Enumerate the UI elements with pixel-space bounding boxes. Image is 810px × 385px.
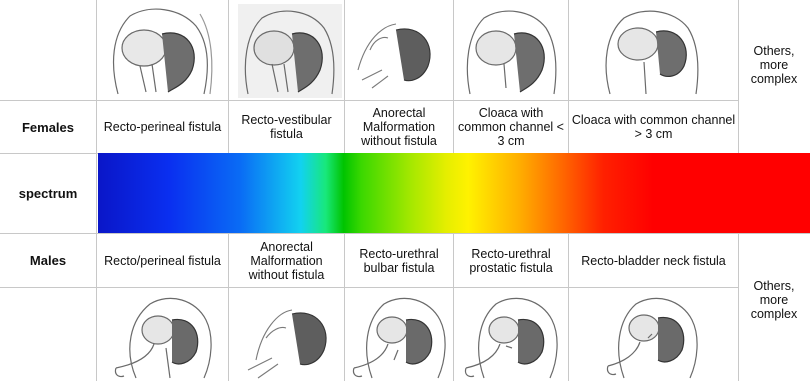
male-anatomy-illustration — [462, 290, 562, 380]
female-anatomy-illustration — [100, 4, 224, 98]
male-others-label: Others, more complex — [738, 279, 810, 321]
male-category-label: Recto-urethral prostatic fistula — [454, 234, 568, 287]
female-category-label: Cloaca with common channel > 3 cm — [569, 101, 738, 153]
male-category-label: Recto/perineal fistula — [97, 234, 228, 287]
male-anatomy-illustration — [236, 290, 340, 380]
female-category-label: Recto-vestibular fistula — [229, 101, 344, 153]
female-category-label: Anorectal Malformation without fistula — [345, 101, 453, 153]
female-others-label: Others, more complex — [738, 44, 810, 86]
male-category-label: Recto-urethral bulbar fistula — [345, 234, 453, 287]
female-anatomy-illustration — [238, 4, 342, 98]
female-anatomy-illustration — [352, 10, 446, 94]
grid-hline — [0, 287, 738, 288]
females-row-label: Females — [0, 101, 96, 153]
female-anatomy-illustration — [460, 4, 564, 98]
female-category-label: Recto-perineal fistula — [97, 101, 228, 153]
male-anatomy-illustration — [596, 290, 706, 380]
male-category-label: Recto-bladder neck fistula — [569, 234, 738, 287]
female-category-label: Cloaca with common channel < 3 cm — [454, 101, 568, 153]
spectrum-row-label: spectrum — [0, 154, 96, 233]
males-row-label: Males — [0, 234, 96, 287]
severity-spectrum-gradient — [98, 153, 810, 233]
male-anatomy-illustration — [348, 290, 450, 380]
male-anatomy-illustration — [106, 290, 220, 380]
male-category-label: Anorectal Malformation without fistula — [229, 234, 344, 287]
grid-vline — [96, 0, 97, 381]
female-anatomy-illustration — [594, 4, 712, 98]
